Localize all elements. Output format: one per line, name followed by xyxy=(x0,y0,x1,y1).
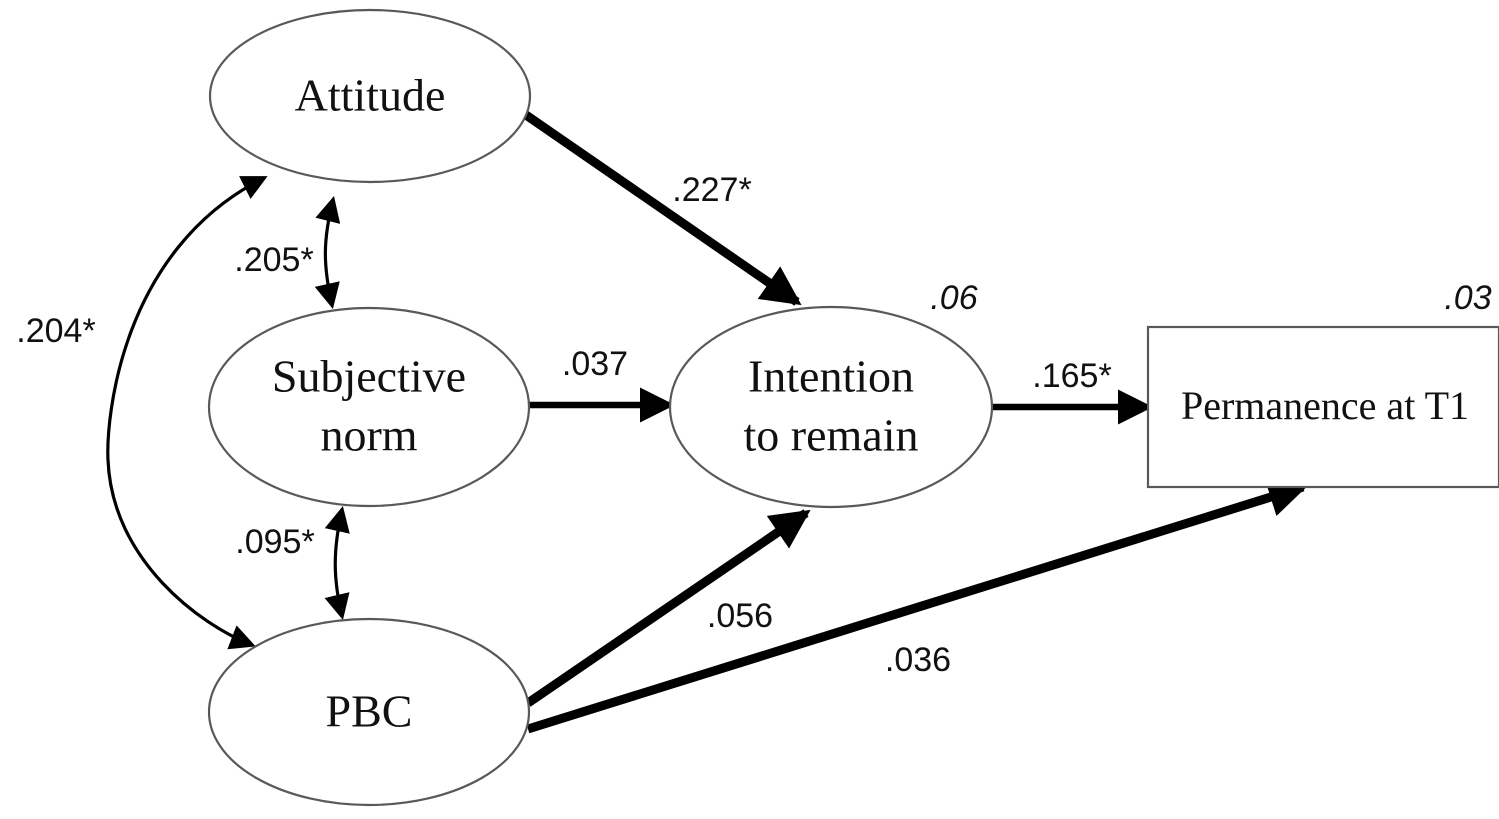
edge-label-intention-to-permanence: .165* xyxy=(1032,357,1111,395)
edge-label-pbc-to-intention: .056 xyxy=(707,597,773,635)
node-intention-label-line1: Intention xyxy=(748,351,914,402)
edge-label-attitude-to-intention: .227* xyxy=(672,171,751,209)
node-permanence-rect[interactable] xyxy=(1146,325,1499,489)
node-subjective-norm[interactable]: Subjective norm xyxy=(207,306,531,508)
node-attitude-ellipse[interactable] xyxy=(208,8,532,184)
edge-attitude-to-intention-line xyxy=(523,111,802,306)
edge-pbc-to-permanence: .036 xyxy=(526,478,1309,734)
node-subjective-norm-label-line1: Subjective xyxy=(272,351,466,402)
node-attitude[interactable]: Attitude xyxy=(208,8,532,184)
edge-pbc-to-intention-line xyxy=(525,509,811,707)
edge-attitude-subjective: .205* xyxy=(234,196,341,309)
edge-label-pbc-to-permanence: .036 xyxy=(885,641,951,679)
node-subjective-norm-ellipse[interactable] xyxy=(207,306,531,508)
edge-attitude-pbc: .204* xyxy=(16,176,268,650)
edge-attitude-to-intention: .227* xyxy=(523,111,802,306)
node-intention-ellipse[interactable] xyxy=(668,305,994,509)
edge-subjective-pbc-line xyxy=(324,506,350,620)
edge-label-subjective-to-intention: .037 xyxy=(562,345,628,383)
node-pbc-label: PBC xyxy=(326,686,413,737)
edge-intention-to-permanence: .165* xyxy=(993,357,1153,425)
edge-subjective-to-intention: .037 xyxy=(527,345,675,423)
edge-attitude-pbc-line xyxy=(106,176,268,650)
node-intention-label-line2: to remain xyxy=(744,410,919,461)
edge-pbc-to-intention: .056 xyxy=(525,509,811,707)
node-pbc-ellipse[interactable] xyxy=(207,617,531,807)
edge-subjective-pbc: .095* xyxy=(235,506,350,620)
edge-attitude-subjective-line xyxy=(314,196,341,309)
node-attitude-label: Attitude xyxy=(295,70,446,121)
node-permanence-label: Permanence at T1 xyxy=(1181,383,1469,428)
edge-pbc-to-permanence-line xyxy=(526,478,1309,734)
edge-label-attitude-pbc: .204* xyxy=(16,312,95,350)
edge-label-attitude-subjective: .205* xyxy=(234,241,313,279)
r2-label-intention: .06 xyxy=(930,279,977,317)
node-pbc[interactable]: PBC xyxy=(207,617,531,807)
node-permanence[interactable]: Permanence at T1 xyxy=(1146,325,1499,489)
r2-label-permanence: .03 xyxy=(1444,279,1491,317)
node-subjective-norm-label-line2: norm xyxy=(320,410,417,461)
node-intention[interactable]: Intention to remain xyxy=(668,305,994,509)
edge-label-subjective-pbc: .095* xyxy=(235,523,314,561)
